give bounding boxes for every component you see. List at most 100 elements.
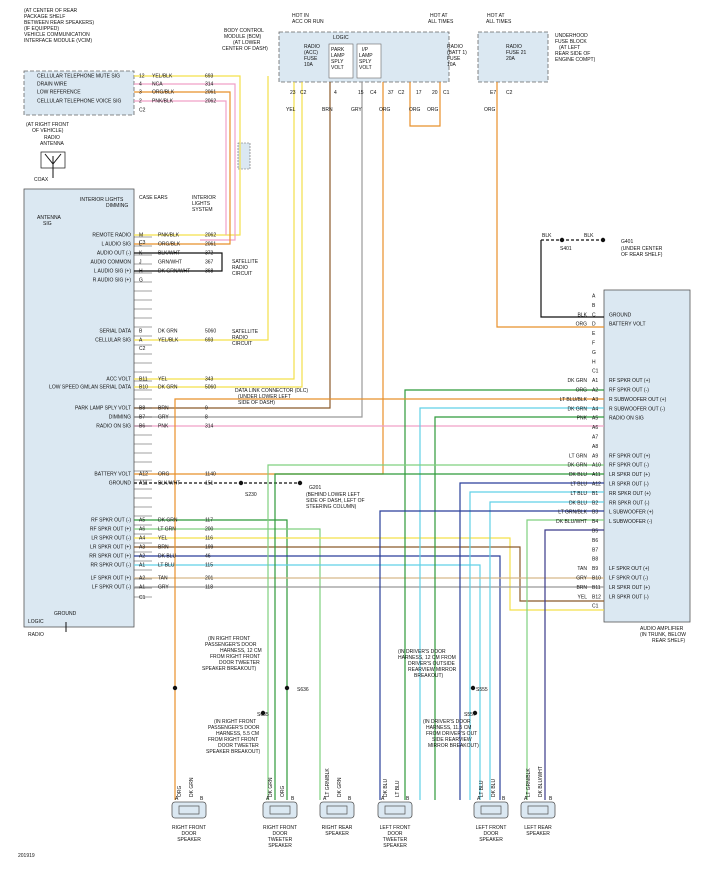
- s635-dot: [260, 710, 266, 716]
- radio-logic: LOGIC: [28, 619, 44, 625]
- radio-pin-label: LF SPKR OUT (+): [91, 576, 132, 582]
- radio-wire-color: ORG: [158, 472, 170, 478]
- ufb-heading-1: ALL TIMES: [486, 19, 512, 25]
- amp-pin-number: A9: [592, 453, 598, 459]
- speaker-pin: A: [381, 796, 385, 802]
- s557-loc-4: MIRROR BREAKOUT): [428, 743, 479, 749]
- vcim-pin-number: 3: [139, 90, 142, 96]
- amp-wire-color: LT BLU/BLK: [560, 397, 588, 403]
- radio-pin-label: RR SPKR OUT (+): [89, 554, 131, 560]
- vcim-wire-color: NCA: [152, 82, 163, 88]
- radio-connector-c3: C3: [139, 240, 146, 246]
- wire-amp-a9: [267, 464, 604, 800]
- amp-pin-label: BATTERY VOLT: [609, 322, 646, 328]
- wire-lr-brn: [134, 546, 604, 602]
- s555-loc-2: DRIVER'S OUTSIDE: [408, 661, 455, 667]
- s557-dot: [472, 710, 478, 716]
- ufb-heading-0: HOT AT: [487, 13, 505, 19]
- radio-wire-color: TAN: [158, 576, 168, 582]
- wire-amp-a2: [174, 398, 604, 800]
- amp-wire-color: DK GRN: [568, 378, 588, 384]
- g201-ground: G201: [309, 485, 321, 491]
- amp-pin-number: A1: [592, 378, 598, 384]
- radio-pin-label: LR SPKR OUT (+): [90, 545, 131, 551]
- radio-connector-c2: C2: [139, 346, 146, 352]
- amp-pin-label: RR SPKR OUT (-): [609, 500, 650, 506]
- interior-system-0: INTERIOR: [192, 195, 216, 201]
- amp-pin-label: RF SPKR OUT (+): [609, 378, 650, 384]
- g201-loc-0: (BEHIND LOWER LEFT: [306, 492, 360, 498]
- radio-wire-color: LT BLU: [158, 563, 175, 569]
- wire-rr-ltblu: [134, 564, 481, 800]
- speaker-name: LEFT FRONT: [380, 825, 411, 831]
- s557-loc-2: FROM DRIVER'S OUT: [426, 731, 477, 737]
- radio-pin-number: A2: [139, 576, 145, 582]
- vcim-pin-label: CELLULAR TELEPHONE MUTE SIG: [37, 74, 120, 80]
- satellite-2-0: SATELLITE: [232, 329, 259, 335]
- vcim-pin-number: 2: [139, 99, 142, 105]
- speaker-name: DOOR: [388, 831, 403, 837]
- s555-loc-4: BREAKOUT): [414, 673, 444, 679]
- amp-pin-number: B: [592, 303, 596, 309]
- antenna-loc-1: OF VEHICLE): [32, 128, 64, 134]
- g401-blk-1: BLK: [542, 233, 552, 239]
- vcim-wire-color: PNK/BLK: [152, 99, 174, 105]
- speaker-icon: [319, 801, 355, 819]
- amp-wire-color: ORG: [576, 322, 588, 328]
- satellite-2-2: CIRCUIT: [232, 341, 252, 347]
- speaker-pin: A: [323, 796, 327, 802]
- radio-circuit: 1140: [205, 472, 216, 478]
- speaker-cone: [384, 805, 406, 815]
- top-wire-org-2: ORG: [409, 107, 421, 113]
- wire-rr-dkblu: [134, 555, 501, 800]
- ufb-line-4: ENGINE COMPT): [555, 57, 596, 63]
- amp-pin-number: A8: [592, 444, 598, 450]
- speaker-icon: [171, 801, 207, 819]
- page-id: 201919: [18, 853, 35, 859]
- g201-loc-1: SIDE OF DASH, LEFT OF: [306, 498, 365, 504]
- amp-pin-label: L SUBWOOFER (-): [609, 519, 652, 525]
- amp-wire-color: DK BLU/WHT: [556, 519, 587, 525]
- radio-wire-color: YEL: [158, 536, 168, 542]
- s635-id: S635: [257, 712, 269, 718]
- wire-amp-a4: [434, 416, 604, 800]
- s555-loc-3: REARVIEW MIRROR: [408, 667, 457, 673]
- antenna-icon: [40, 151, 66, 178]
- speaker-name: LEFT REAR: [524, 825, 552, 831]
- radio-pin-number: B6: [139, 424, 145, 430]
- amp-name-0: AUDIO AMPLIFIER: [640, 626, 684, 632]
- amp-pin-number: B6: [592, 538, 598, 544]
- ip-lamp-0: I/P: [362, 47, 369, 53]
- speaker-cone: [269, 805, 291, 815]
- radio-pin-label: AUDIO OUT (-): [97, 251, 131, 257]
- park-lamp-3: VOLT: [331, 65, 344, 71]
- s636-dot: [284, 685, 290, 691]
- speaker-pin: A: [477, 796, 481, 802]
- vcim-circuit: 693: [205, 74, 214, 80]
- bcm-pin: C1: [443, 90, 450, 96]
- bcm-pin: 15: [358, 90, 364, 96]
- wire-amp-a12: [469, 491, 604, 800]
- speaker-name: TWEETER: [383, 837, 408, 843]
- bcm-line-2: (AT LOWER: [233, 40, 261, 46]
- ufb-pin-c2: C2: [506, 90, 513, 96]
- node-layer: [65, 237, 606, 716]
- vcim-pin-label: DRAIN WIRE: [37, 82, 68, 88]
- radio-circuit: 199: [205, 545, 214, 551]
- amp-pin-number: A4: [592, 406, 598, 412]
- bcm-batt-3: 10A: [447, 62, 457, 68]
- case-ears: CASE EARS: [139, 195, 168, 201]
- radio-pin-label: CELLULAR SIG: [95, 338, 131, 344]
- speaker-name: SPEAKER: [325, 831, 349, 837]
- g401-splice: S401: [560, 246, 572, 252]
- amp-pin-label: LR SPKR OUT (+): [609, 472, 650, 478]
- radio-pin-number: A12: [139, 472, 148, 478]
- radio-wire-color: ORG/BLK: [158, 242, 181, 248]
- amp-pin-label: R SUBWOOFER OUT (+): [609, 397, 667, 403]
- radio-pin-number: B8: [139, 406, 145, 412]
- wire-amp-a1: [404, 389, 604, 800]
- amp-wire-color: DK BLU: [569, 472, 587, 478]
- speaker-name: SPEAKER: [479, 837, 503, 843]
- satellite-2-1: RADIO: [232, 335, 248, 341]
- amp-pin-number: B5: [592, 529, 598, 535]
